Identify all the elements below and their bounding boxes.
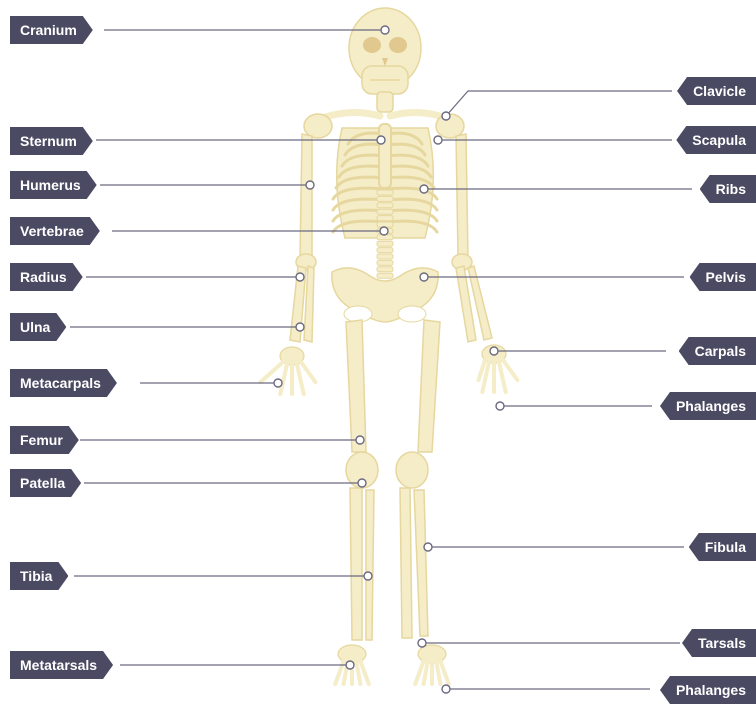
- leader-dot-ribs: [420, 185, 428, 193]
- leader-dot-pelvis: [420, 273, 428, 281]
- leader-dot-cranium: [381, 26, 389, 34]
- label-fibula: Fibula: [689, 533, 756, 561]
- leader-dot-carpals: [490, 347, 498, 355]
- label-vertebrae: Vertebrae: [10, 217, 100, 245]
- leader-dot-radius: [296, 273, 304, 281]
- leader-line-clavicle: [446, 91, 672, 116]
- leader-dot-ulna: [296, 323, 304, 331]
- label-pelvis: Pelvis: [690, 263, 756, 291]
- label-sternum: Sternum: [10, 127, 93, 155]
- label-ulna: Ulna: [10, 313, 66, 341]
- leader-dot-phalanges-foot: [442, 685, 450, 693]
- label-phalanges-hand: Phalanges: [660, 392, 756, 420]
- label-tarsals: Tarsals: [682, 629, 756, 657]
- label-scapula: Scapula: [676, 126, 756, 154]
- leader-dot-humerus: [306, 181, 314, 189]
- leader-dot-patella: [358, 479, 366, 487]
- label-cranium: Cranium: [10, 16, 93, 44]
- leader-dot-femur: [356, 436, 364, 444]
- leader-dot-fibula: [424, 543, 432, 551]
- leader-dot-scapula: [434, 136, 442, 144]
- leader-dot-metatarsals: [346, 661, 354, 669]
- leader-dot-phalanges-hand: [496, 402, 504, 410]
- leader-dot-tarsals: [418, 639, 426, 647]
- label-femur: Femur: [10, 426, 79, 454]
- leader-dot-vertebrae: [380, 227, 388, 235]
- label-phalanges-foot: Phalanges: [660, 676, 756, 704]
- label-humerus: Humerus: [10, 171, 97, 199]
- label-carpals: Carpals: [679, 337, 756, 365]
- skeleton-bones: [261, 8, 518, 684]
- hand-left: [261, 347, 316, 394]
- skull: [349, 8, 421, 94]
- leader-dot-clavicle: [442, 112, 450, 120]
- label-metacarpals: Metacarpals: [10, 369, 117, 397]
- label-patella: Patella: [10, 469, 81, 497]
- label-clavicle: Clavicle: [677, 77, 756, 105]
- leader-dot-sternum: [377, 136, 385, 144]
- leader-dot-tibia: [364, 572, 372, 580]
- label-radius: Radius: [10, 263, 83, 291]
- label-tibia: Tibia: [10, 562, 68, 590]
- leader-dot-metacarpals: [274, 379, 282, 387]
- label-ribs: Ribs: [700, 175, 756, 203]
- label-metatarsals: Metatarsals: [10, 651, 113, 679]
- foot-right: [415, 645, 449, 684]
